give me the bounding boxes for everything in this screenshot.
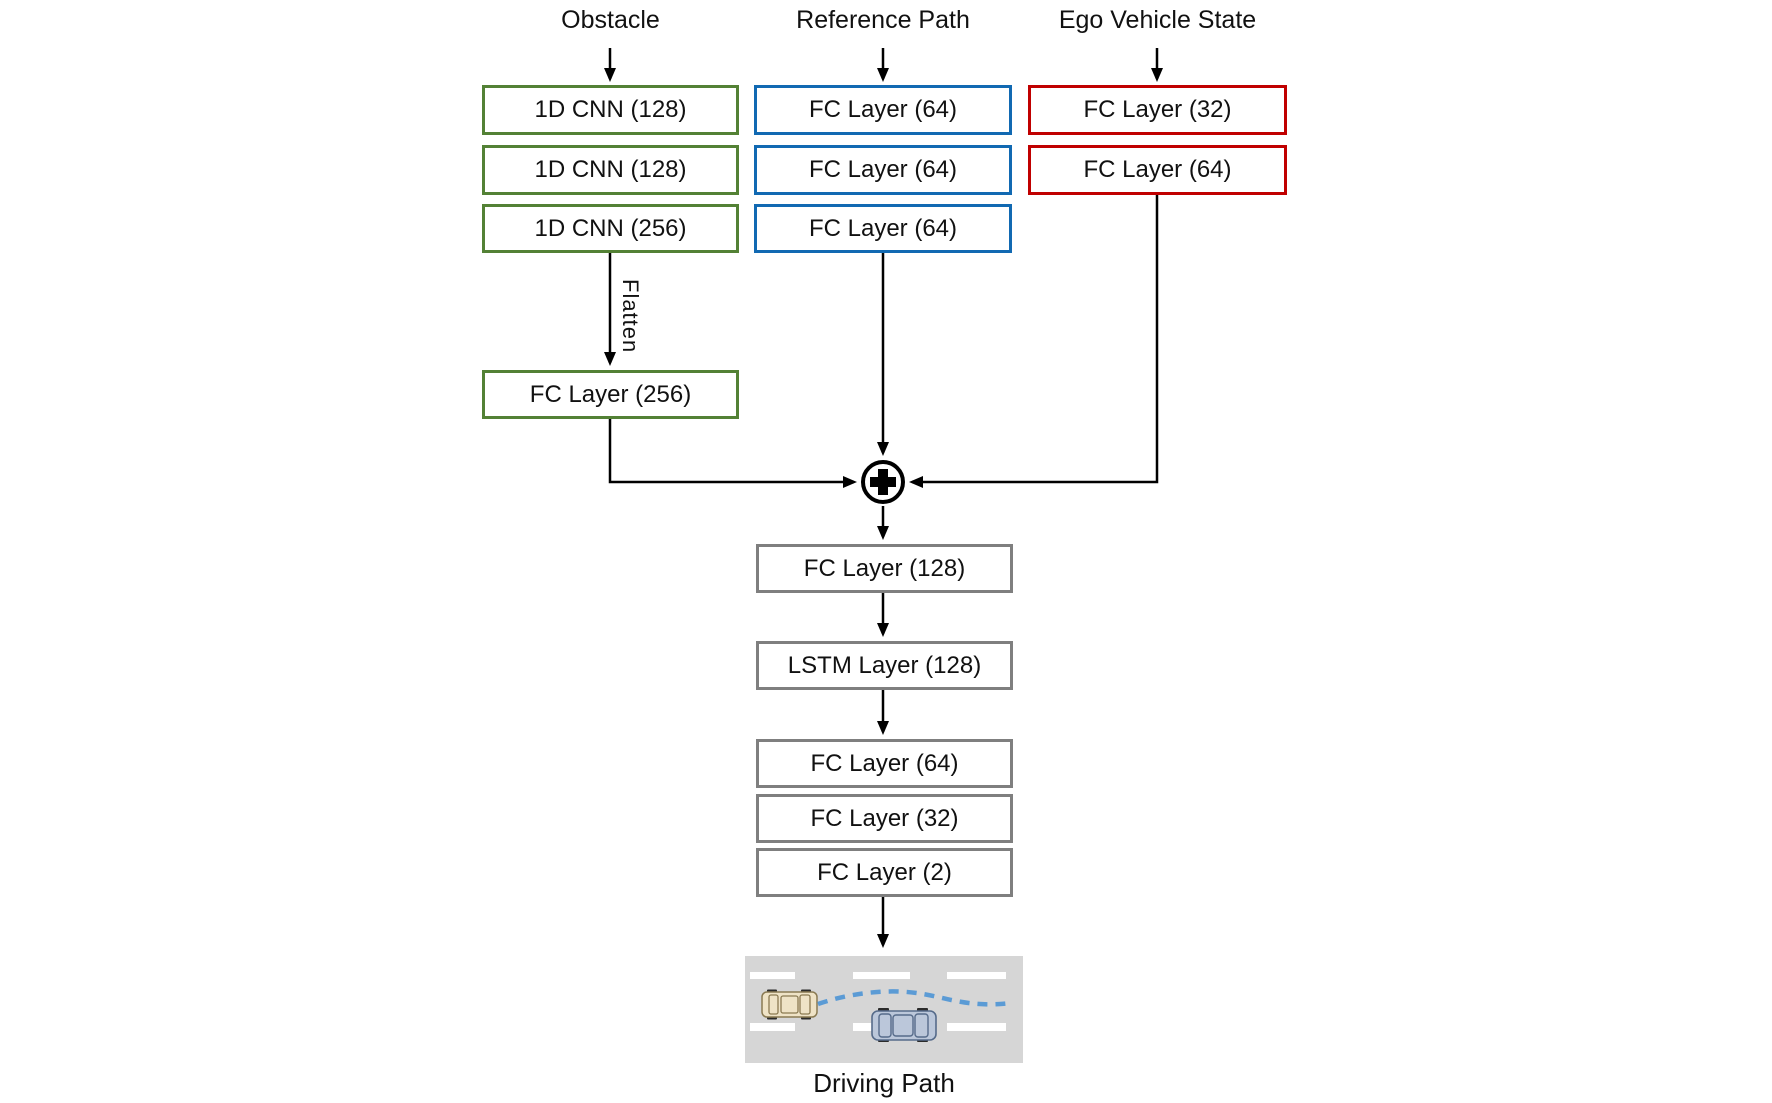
- layer-box-refpath-fc1: FC Layer (64): [754, 85, 1012, 135]
- layer-box-ego-fc1: FC Layer (32): [1028, 85, 1287, 135]
- driving-path-label: Driving Path: [813, 1068, 955, 1098]
- layer-box-obstacle-fc256: FC Layer (256): [482, 370, 739, 419]
- obstacle-car-icon: [761, 989, 818, 1020]
- ego-car-icon: [871, 1008, 937, 1042]
- plus-icon: [870, 469, 896, 495]
- layer-box-obstacle-cnn1: 1D CNN (128): [482, 85, 739, 135]
- ego-vehicle-state-title: Ego Vehicle State: [1058, 5, 1257, 34]
- layer-box-obstacle-cnn3: 1D CNN (256): [482, 204, 739, 253]
- layer-box-refpath-fc2: FC Layer (64): [754, 145, 1012, 195]
- layer-box-trunk-fc128: FC Layer (128): [756, 544, 1013, 593]
- layer-box-ego-fc2: FC Layer (64): [1028, 145, 1287, 195]
- driving-scene-image: [745, 956, 1023, 1063]
- layer-box-obstacle-cnn2: 1D CNN (128): [482, 145, 739, 195]
- obstacle-title: Obstacle: [561, 5, 660, 34]
- arrow-obstacle-to-merge: [608, 419, 857, 488]
- arrow-ego-to-merge: [909, 195, 1159, 488]
- reference-path-title: Reference Path: [796, 5, 970, 34]
- layer-box-trunk-lstm128: LSTM Layer (128): [756, 641, 1013, 690]
- concatenation-node: [861, 460, 905, 504]
- layer-box-trunk-fc2: FC Layer (2): [756, 848, 1013, 897]
- layer-box-trunk-fc64: FC Layer (64): [756, 739, 1013, 788]
- layer-box-trunk-fc32: FC Layer (32): [756, 794, 1013, 843]
- flatten-label: Flatten: [618, 279, 643, 354]
- layer-box-refpath-fc3: FC Layer (64): [754, 204, 1012, 253]
